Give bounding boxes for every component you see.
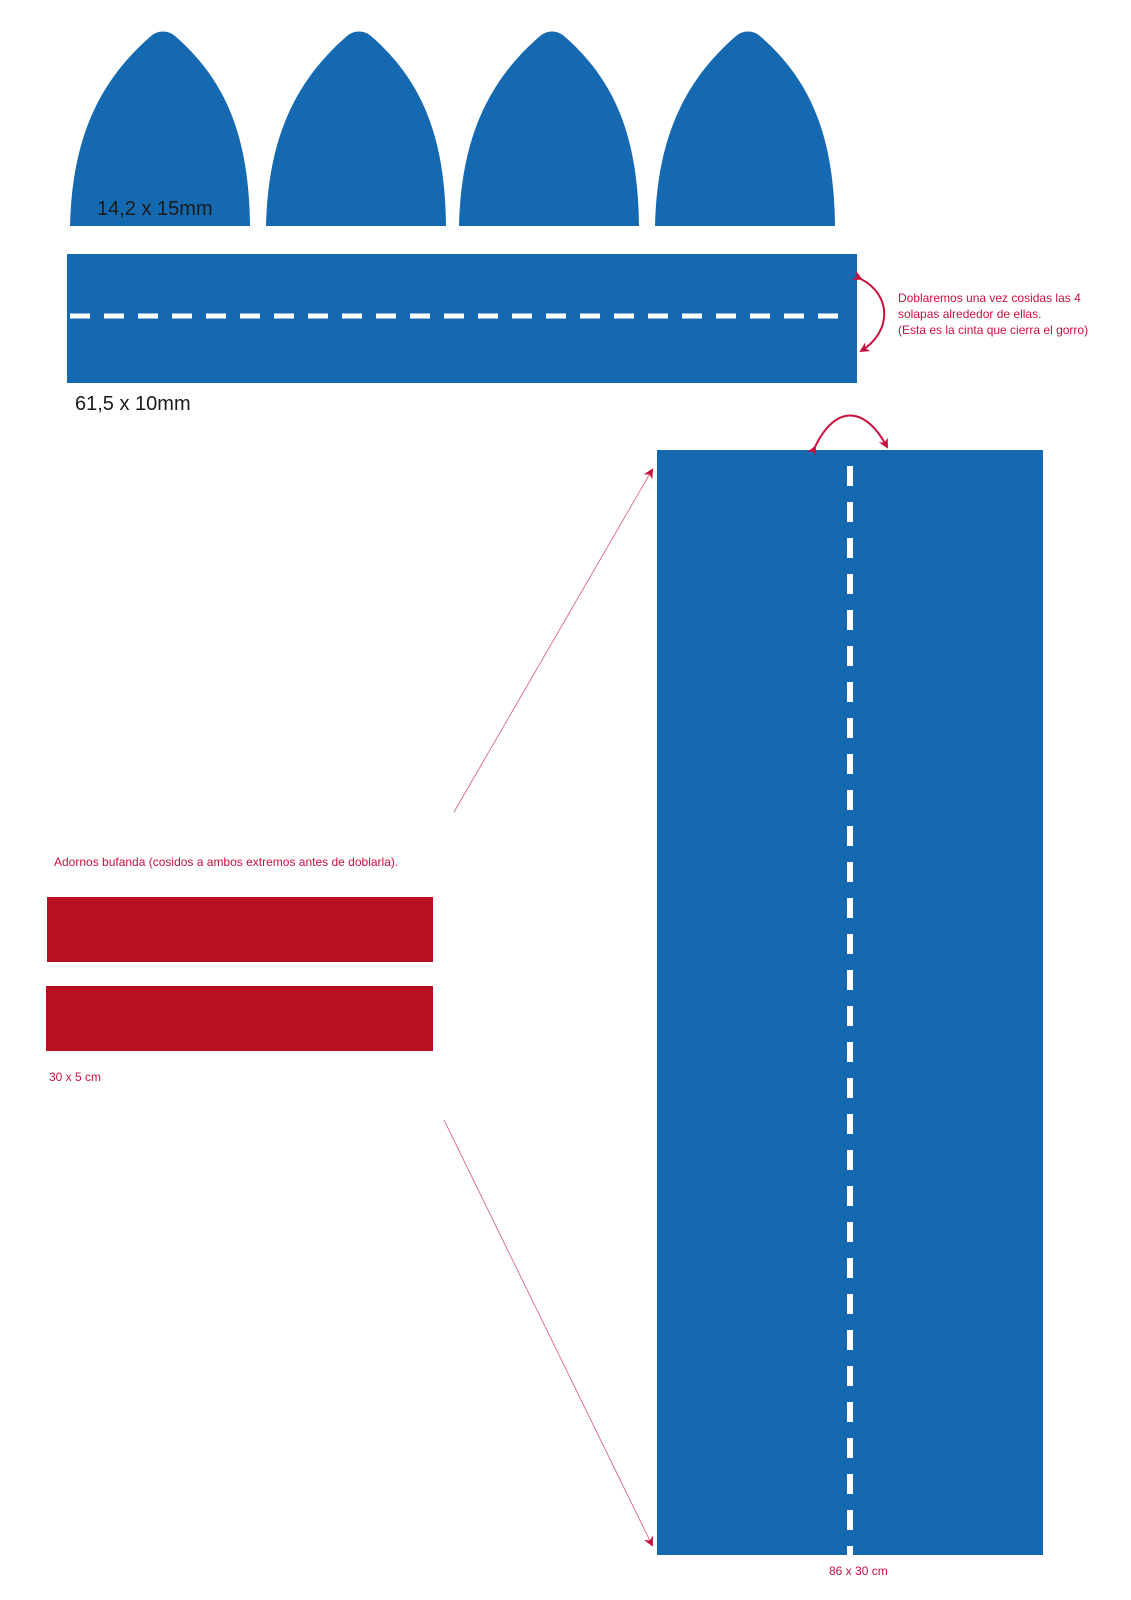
band-fold-note-line: solapas alrededor de ellas. [898, 307, 1042, 321]
flap-size-label: 14,2 x 15mm [97, 198, 213, 220]
scarf-size-label: 86 x 30 cm [829, 1564, 888, 1578]
hat-flap [266, 31, 446, 226]
scarf-trim-strip [47, 897, 433, 962]
scarf-trim-strip [46, 986, 433, 1051]
curved-double-arrow-icon [807, 414, 888, 457]
band-size-label: 61,5 x 10mm [75, 393, 191, 415]
band-fold-note-line: Doblaremos una vez cosidas las 4 [898, 291, 1081, 305]
hat-flap [655, 31, 835, 226]
arrow-icon [443, 1119, 653, 1547]
trim-size-label: 30 x 5 cm [49, 1070, 102, 1084]
hat-flaps [70, 31, 835, 226]
trim-note: Adornos bufanda (cosidos a ambos extremo… [54, 855, 399, 869]
band-fold-note-line: (Esta es la cinta que cierra el gorro) [898, 323, 1089, 337]
arrow-icon [453, 468, 654, 813]
curved-double-arrow-icon [851, 270, 886, 353]
hat-flap [70, 31, 250, 226]
band-fold-note: Doblaremos una vez cosidas las 4 solapas… [898, 290, 1088, 338]
hat-flap [459, 31, 639, 226]
